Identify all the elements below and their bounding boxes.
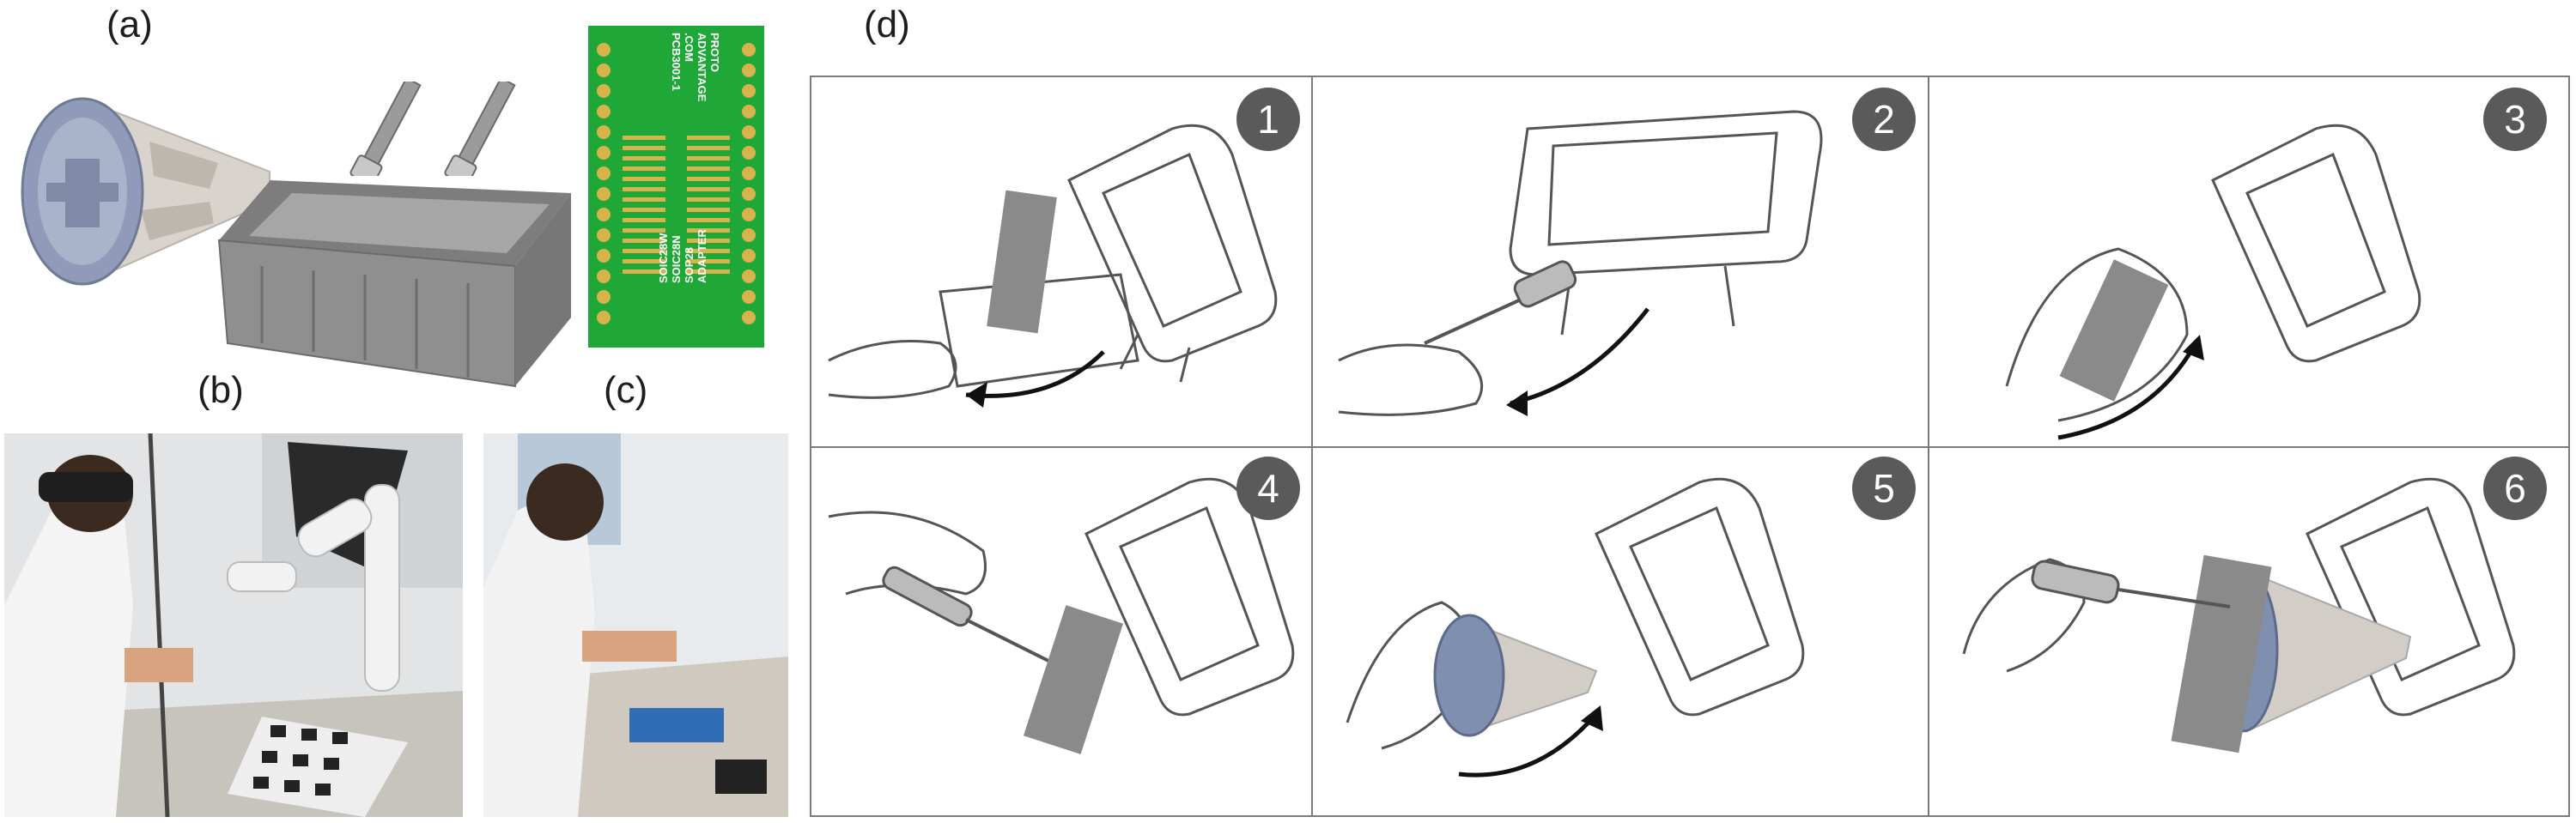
step-number-badge: 1	[1236, 88, 1300, 151]
photo-soldering-setup	[483, 433, 788, 817]
pcb-adapter-image: PROTO ADVANTAGE .COM PCB3001-1 SOIC28W S…	[588, 26, 764, 348]
step-number-badge: 4	[1236, 457, 1300, 520]
pcb-text-line: SOIC28N	[670, 235, 683, 283]
grid-divider	[811, 446, 2568, 448]
step-2-cell: 2	[1313, 77, 1928, 446]
step-number-badge: 5	[1852, 457, 1916, 520]
grid-divider	[1928, 77, 1929, 815]
pcb-text-line: ADVANTAGE	[696, 33, 708, 102]
storage-box-image	[217, 180, 571, 388]
panel-label-b: (b)	[197, 369, 244, 411]
pcb-text-line: PROTO	[708, 33, 721, 72]
photo-hmd-robot-setup	[4, 433, 463, 817]
pcb-text-line: SOP28	[683, 247, 696, 283]
pcb-text-line: ADAPTER	[696, 229, 708, 283]
grid-divider	[1311, 77, 1313, 815]
step-6-cell: 6	[1929, 448, 2570, 817]
panel-label-d: (d)	[864, 3, 910, 45]
cone-part-image	[21, 97, 270, 286]
pcb-text-line: .COM	[683, 33, 696, 62]
step-number-badge: 3	[2483, 88, 2547, 151]
step-number-badge: 6	[2483, 457, 2547, 520]
step-3-cell: 3	[1929, 77, 2570, 446]
step-4-cell: 4	[811, 448, 1311, 817]
pcb-text-line: SOIC28W	[657, 233, 670, 283]
step-1-cell: 1	[811, 77, 1311, 446]
screws-image	[349, 82, 516, 176]
panel-label-c: (c)	[604, 369, 648, 411]
pcb-text-line: PCB3001-1	[670, 33, 683, 91]
step-number-badge: 2	[1852, 88, 1916, 151]
assembly-steps-grid: 1 2 3	[810, 76, 2570, 817]
panel-label-a: (a)	[106, 3, 153, 45]
step-5-cell: 5	[1313, 448, 1928, 817]
